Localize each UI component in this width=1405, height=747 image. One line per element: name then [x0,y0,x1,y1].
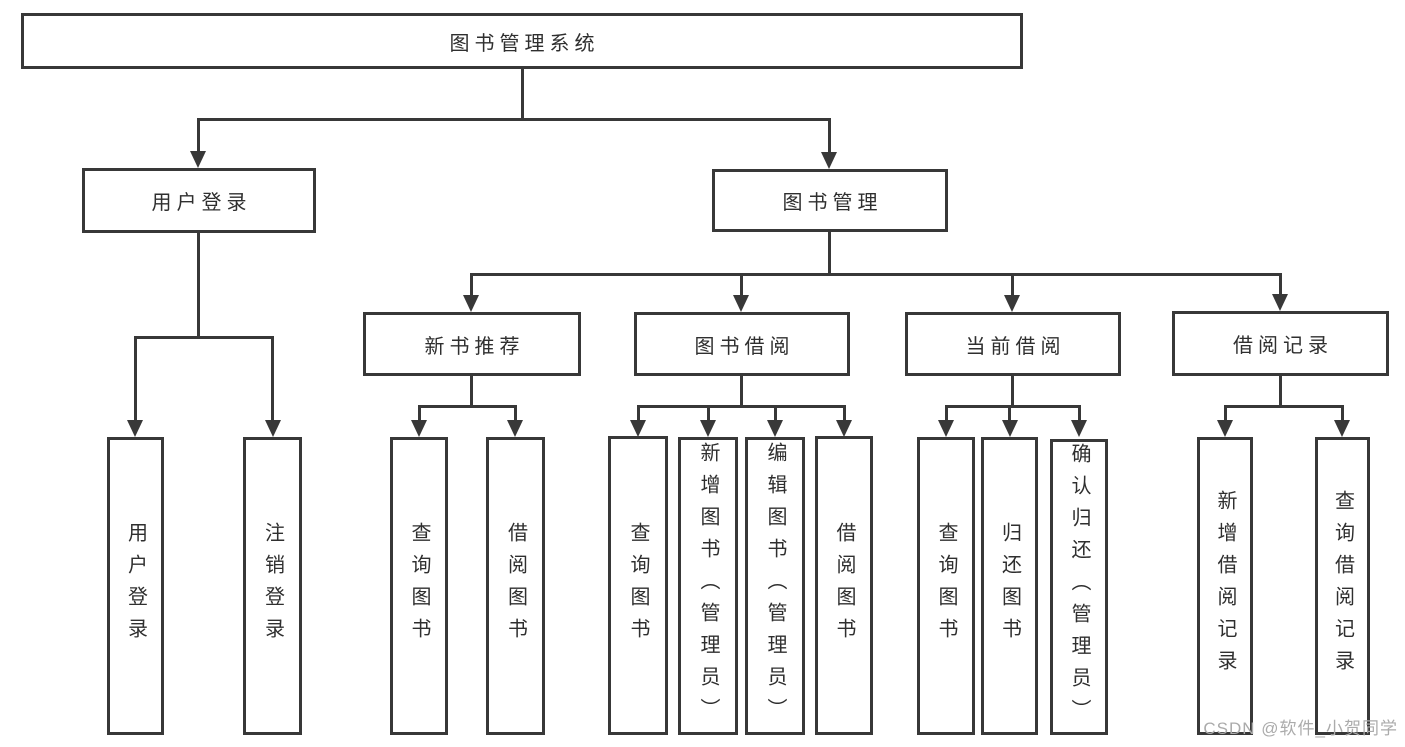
arrowhead-icon [733,295,749,312]
node-label: 图书管理 [782,192,883,214]
connector-vline [636,405,640,422]
connector-vline [1341,405,1344,422]
leaf-return-books: 归还图书 [981,437,1038,735]
leaf-user-login: 用户登录 [107,437,164,735]
connector-vline [1278,273,1282,297]
connector-vline [1077,405,1081,422]
connector-vline [520,69,524,118]
connector-vline [739,273,743,297]
arrowhead-icon [507,420,523,437]
leaf-borrow-books-recommend: 借阅图书 [486,437,545,735]
connector-vline [773,405,777,422]
watermark: CSDN @软件_小贺同学 [1203,719,1398,738]
connector-vline [469,273,473,297]
connector-vline [469,376,473,405]
leaf-add-borrow-record: 新增借阅记录 [1197,437,1253,735]
connector-vline [196,233,200,336]
node-borrow-records: 借阅记录 [1172,311,1389,376]
arrowhead-icon [190,151,206,168]
leaf-logout: 注销登录 [243,437,302,735]
connector-vline [944,405,948,422]
leaf-label: 查询借阅记录 [1331,490,1354,682]
arrowhead-icon [630,420,646,437]
node-label: 图书管理系统 [449,32,600,55]
leaf-label: 查询图书 [408,522,430,650]
leaf-label: 编辑图书（管理员） [764,442,786,730]
leaf-borrow-books: 借阅图书 [815,436,873,735]
leaf-label: 注销登录 [261,522,284,650]
connector-vline [706,405,710,422]
leaf-label: 借阅图书 [504,522,527,650]
connector-vline [417,405,421,422]
node-new-book-recommend: 新书推荐 [363,312,581,376]
node-book-management: 图书管理 [712,169,948,232]
node-label: 图书借阅 [694,335,795,358]
leaf-label: 查询图书 [627,521,649,650]
node-label: 借阅记录 [1233,335,1333,357]
connector-hline [636,405,846,408]
arrowhead-icon [1334,420,1350,437]
leaf-query-books-recommend: 查询图书 [390,437,448,735]
node-user-login: 用户登录 [82,168,316,233]
connector-vline [1008,405,1011,422]
arrowhead-icon [1071,420,1087,437]
connector-vline [1010,376,1014,405]
leaf-query-books-current: 查询图书 [917,437,975,735]
leaf-query-borrow-record: 查询借阅记录 [1315,437,1370,735]
arrowhead-icon [700,420,716,437]
connector-hline [133,336,274,339]
connector-vline [827,232,831,273]
leaf-confirm-return-admin: 确认归还（管理员） [1050,439,1108,735]
arrowhead-icon [1272,294,1288,311]
arrowhead-icon [1002,420,1018,437]
connector-vline [271,336,274,422]
connector-vline [1010,273,1014,297]
connector-vline [1278,376,1282,405]
arrowhead-icon [264,420,281,437]
node-book-borrow: 图书借阅 [634,312,850,376]
connector-vline [513,405,517,422]
leaf-label: 确认归还（管理员） [1068,443,1090,731]
connector-vline [1223,405,1227,422]
leaf-label: 用户登录 [124,522,147,650]
connector-vline [196,118,200,153]
leaf-label: 新增图书（管理员） [697,442,719,730]
node-library-system: 图书管理系统 [21,13,1023,69]
arrowhead-icon [463,295,479,312]
leaf-label: 归还图书 [998,522,1021,650]
connector-hline [1223,405,1344,408]
node-label: 当前借阅 [965,335,1066,358]
arrowhead-icon [938,420,954,437]
connector-vline [739,376,743,405]
arrowhead-icon [127,420,143,437]
node-label: 用户登录 [151,192,252,214]
arrowhead-icon [836,420,852,437]
leaf-label: 查询图书 [935,522,957,650]
leaf-edit-book-admin: 编辑图书（管理员） [745,437,805,735]
connector-hline [944,405,1081,408]
arrowhead-icon [1004,295,1020,312]
arrowhead-icon [767,420,783,437]
connector-hline [417,405,517,408]
leaf-query-books-borrow: 查询图书 [608,436,668,735]
arrowhead-icon [1217,420,1233,437]
leaf-add-book-admin: 新增图书（管理员） [678,437,738,735]
leaf-label: 新增借阅记录 [1214,490,1236,682]
node-label: 新书推荐 [424,335,525,358]
connector-hline [196,118,831,121]
connector-vline [827,118,831,153]
arrowhead-icon [411,420,427,437]
connector-vline [133,336,137,422]
connector-hline [469,273,1282,276]
arrowhead-icon [821,152,837,169]
connector-vline [842,405,846,422]
node-current-borrow: 当前借阅 [905,312,1121,376]
leaf-label: 借阅图书 [833,521,855,650]
